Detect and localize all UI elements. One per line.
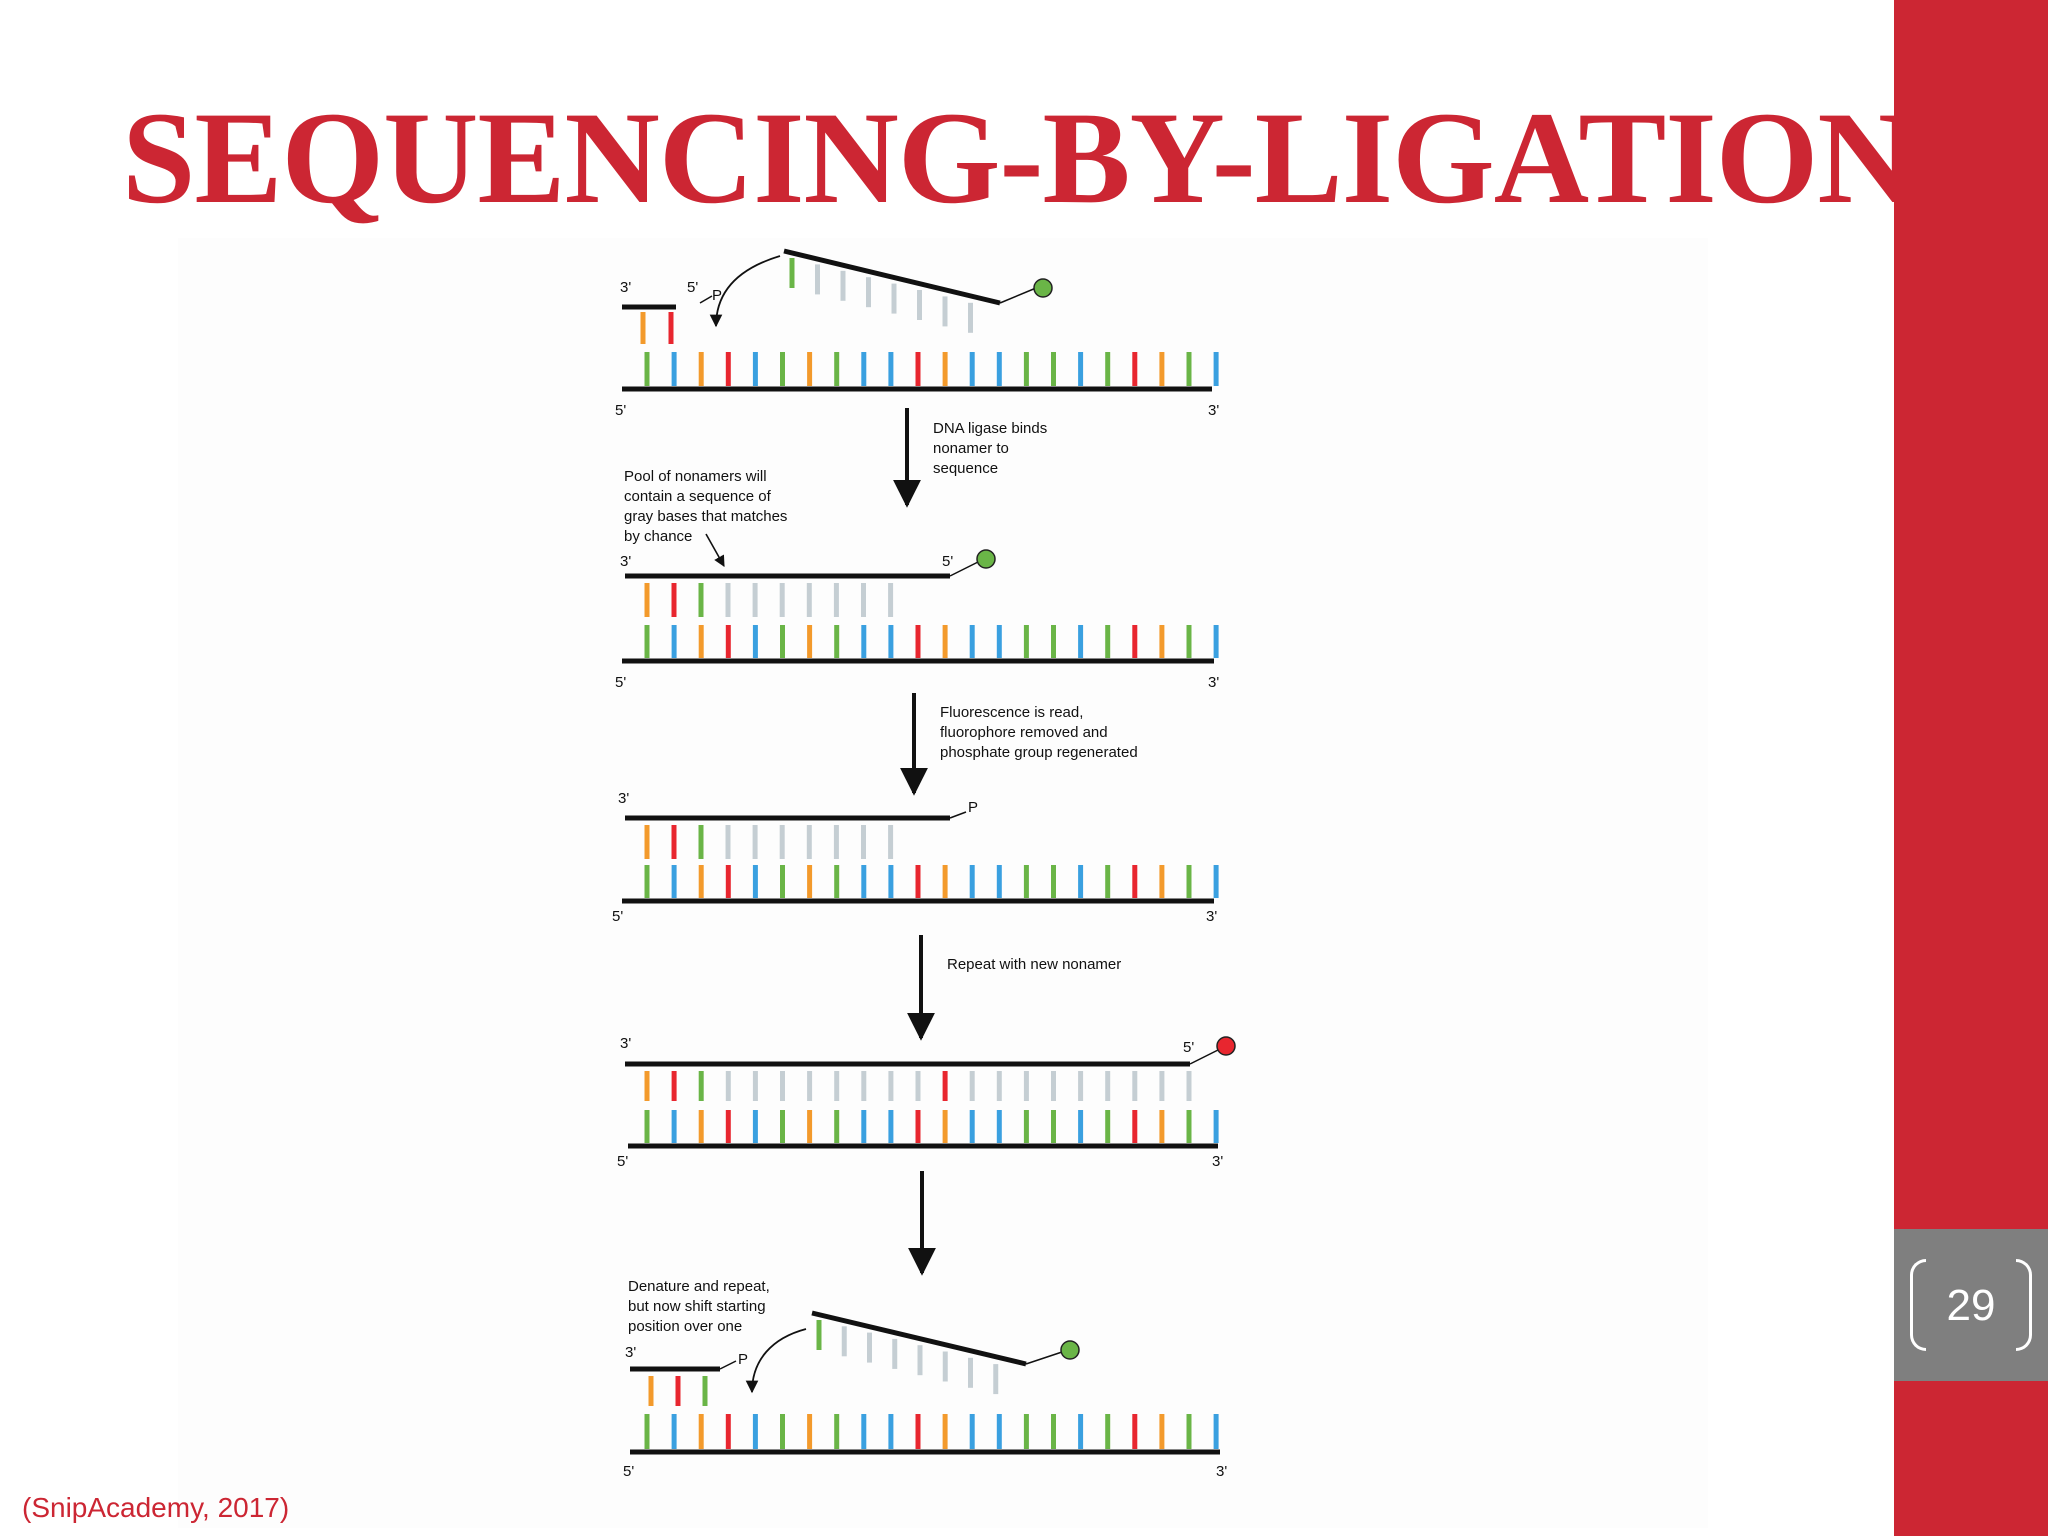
template-5prime: 5' bbox=[612, 908, 623, 925]
page-number-box: 29 bbox=[1894, 1229, 2048, 1381]
template-5prime: 5' bbox=[615, 674, 626, 691]
page-number: 29 bbox=[1946, 1281, 1996, 1330]
label-3prime: 3' bbox=[620, 1035, 631, 1052]
arrow2-text: Fluorescence is read, bbox=[940, 704, 1083, 721]
ligation-diagram: 3' 5' P 5' 3' DNA ligase binds nonamer to seque… bbox=[178, 238, 1708, 1528]
arrow1-text: nonamer to bbox=[933, 440, 1009, 457]
step5-note: but now shift starting bbox=[628, 1298, 766, 1315]
fluorophore-icon bbox=[1060, 1340, 1080, 1360]
step5-note: position over one bbox=[628, 1318, 742, 1335]
phosphate-link bbox=[949, 811, 967, 819]
template-3prime: 3' bbox=[1208, 402, 1219, 419]
arrow2-text: phosphate group regenerated bbox=[940, 744, 1138, 761]
fluorophore-icon bbox=[1216, 1036, 1236, 1056]
fluorophore-icon bbox=[976, 549, 996, 569]
template-3prime: 3' bbox=[1216, 1463, 1227, 1480]
label-5prime: 5' bbox=[687, 279, 698, 296]
fluorophore-icon bbox=[1033, 278, 1053, 298]
fluor-link bbox=[1025, 1351, 1063, 1365]
step2-note: Pool of nonamers will bbox=[624, 468, 767, 485]
label-5prime: 5' bbox=[942, 553, 953, 570]
template-3prime: 3' bbox=[1208, 674, 1219, 691]
arrow3-text: Repeat with new nonamer bbox=[947, 956, 1121, 973]
arrow1-text: DNA ligase binds bbox=[933, 420, 1047, 437]
fluor-link bbox=[949, 561, 979, 577]
label-3prime: 3' bbox=[625, 1344, 636, 1361]
step2-note: by chance bbox=[624, 528, 692, 545]
step5-note: Denature and repeat, bbox=[628, 1278, 770, 1295]
template-5prime: 5' bbox=[623, 1463, 634, 1480]
step2-note: gray bases that matches bbox=[624, 508, 787, 525]
template-3prime: 3' bbox=[1206, 908, 1217, 925]
label-5prime: 5' bbox=[1183, 1039, 1194, 1056]
fluor-link bbox=[999, 287, 1037, 304]
label-p: P bbox=[712, 287, 722, 304]
label-p: P bbox=[968, 799, 978, 816]
fluor-link bbox=[1189, 1049, 1219, 1065]
phosphate-link bbox=[699, 295, 713, 304]
note-arrow-icon bbox=[705, 533, 725, 567]
curved-arrow-icon bbox=[709, 255, 781, 328]
label-3prime: 3' bbox=[620, 553, 631, 570]
nonamer-strand bbox=[811, 1310, 1027, 1367]
template-3prime: 3' bbox=[1212, 1153, 1223, 1170]
diagram-svg: 3' 5' P 5' 3' DNA ligase binds nonamer to seque… bbox=[612, 248, 1236, 1480]
label-3prime: 3' bbox=[618, 790, 629, 807]
label-3prime: 3' bbox=[620, 279, 631, 296]
nonamer-strand bbox=[783, 248, 1001, 306]
label-p: P bbox=[738, 1351, 748, 1368]
arrow2-text: fluorophore removed and bbox=[940, 724, 1108, 741]
template-5prime: 5' bbox=[617, 1153, 628, 1170]
citation: (SnipAcademy, 2017) bbox=[22, 1492, 290, 1523]
curved-arrow-icon bbox=[745, 1328, 807, 1394]
slide-title: SEQUENCING-BY-LIGATION bbox=[122, 84, 1913, 231]
step2-note: contain a sequence of bbox=[624, 488, 772, 505]
phosphate-link bbox=[719, 1360, 737, 1370]
template-5prime: 5' bbox=[615, 402, 626, 419]
arrow1-text: sequence bbox=[933, 460, 998, 477]
